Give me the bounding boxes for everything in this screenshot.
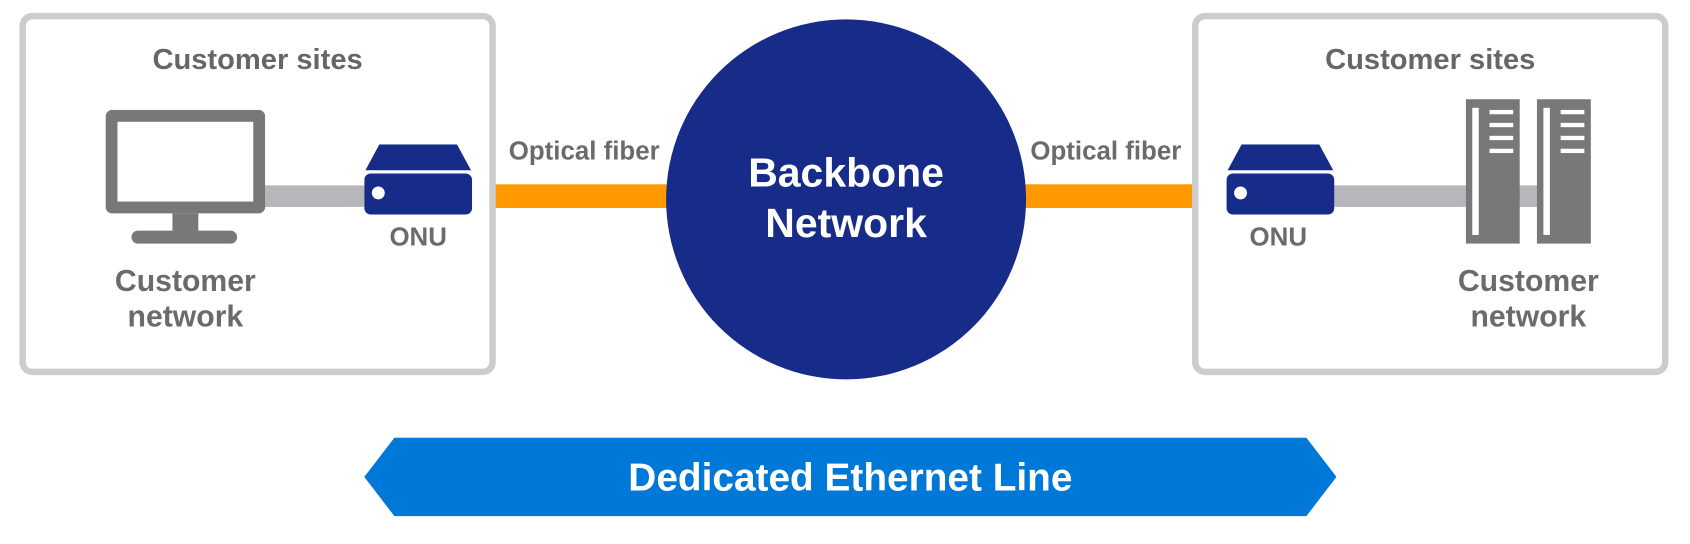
- optical-fiber-left: [469, 184, 675, 209]
- optical-fiber-label: Optical fiber: [508, 136, 660, 166]
- onu-device-icon: [1226, 144, 1335, 215]
- lan-cable-left: [258, 185, 371, 207]
- backbone-label-line2: Network: [765, 201, 927, 247]
- customer-network-label: Customer network: [1457, 264, 1599, 334]
- banner-label: Dedicated Ethernet Line: [628, 454, 1073, 500]
- site-title: Customer sites: [152, 43, 363, 76]
- site-title: Customer sites: [1325, 43, 1536, 76]
- double-arrow-shape: [364, 437, 1337, 517]
- dedicated-ethernet-line-banner: Dedicated Ethernet Line: [364, 437, 1337, 517]
- backbone-label-line1: Backbone: [748, 150, 944, 197]
- backbone-network-node: Backbone Network: [666, 19, 1027, 380]
- customer-network-label: Customer network: [114, 264, 256, 334]
- optical-fiber-label: Optical fiber: [1030, 136, 1182, 166]
- onu-label: ONU: [389, 223, 447, 253]
- onu-device-icon: [364, 144, 473, 215]
- server-rack-icon: [1465, 99, 1591, 244]
- onu-label: ONU: [1249, 223, 1308, 253]
- optical-fiber-right: [1017, 184, 1234, 209]
- monitor-icon: [105, 109, 266, 244]
